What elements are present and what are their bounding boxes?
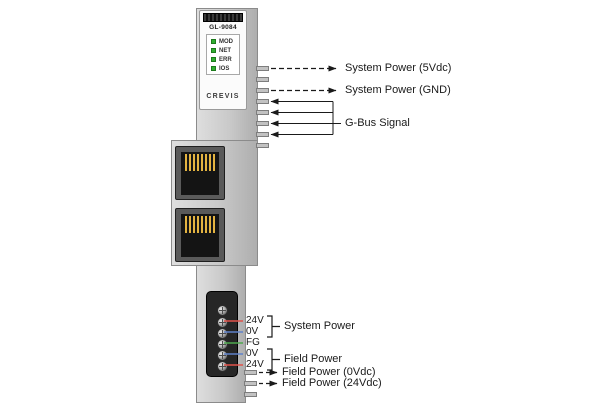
rj45-cavity	[181, 152, 219, 195]
bracket-system-power	[267, 315, 280, 338]
led-row: IOS	[211, 64, 239, 73]
model-label: GL-9084	[209, 24, 237, 31]
terminal-screw	[217, 360, 228, 372]
label-terminal-0v-top: 0V	[246, 326, 259, 337]
terminal-screw	[217, 349, 228, 361]
led-panel: MOD NET ERR IOS	[206, 34, 240, 75]
bus-tooth	[244, 370, 257, 375]
bus-tooth	[256, 143, 269, 148]
rj45-pins	[185, 216, 215, 233]
label-field-power-24vdc: Field Power (24Vdc)	[282, 377, 382, 389]
label-terminal-24v-bottom: 24V	[246, 359, 264, 370]
led-row: MOD	[211, 37, 239, 46]
ethernet-port-1	[175, 146, 225, 200]
led-row: ERR	[211, 55, 239, 64]
bus-tooth	[256, 66, 269, 71]
led-label: ERR	[219, 56, 232, 63]
label-terminal-fg: FG	[246, 337, 260, 348]
terminal-screw	[217, 304, 228, 316]
bus-tooth	[256, 110, 269, 115]
terminal-screw	[217, 316, 228, 328]
bus-tooth	[256, 77, 269, 82]
led-indicator	[211, 57, 216, 62]
rj45-cavity	[181, 214, 219, 257]
bus-tooth	[256, 88, 269, 93]
label-group-field-power: Field Power	[284, 353, 343, 365]
bus-tooth	[244, 392, 257, 397]
led-row: NET	[211, 46, 239, 55]
ethernet-port-2	[175, 208, 225, 262]
bus-tooth	[256, 132, 269, 137]
bus-tooth	[244, 381, 257, 386]
label-terminal-0v-bottom: 0V	[246, 348, 259, 359]
terminal-block	[206, 291, 238, 377]
vent-cap	[203, 13, 243, 22]
label-system-power-5vdc: System Power (5Vdc)	[345, 62, 452, 74]
label-group-system-power: System Power	[284, 320, 355, 332]
rj45-pins	[185, 154, 215, 171]
label-field-power-0vdc: Field Power (0Vdc)	[282, 366, 376, 378]
led-label: MOD	[219, 38, 233, 45]
module-faceplate: GL-9084 MOD NET ERR IOS CREVIS	[199, 10, 247, 110]
label-gbus-signal: G-Bus Signal	[345, 117, 410, 129]
led-indicator	[211, 66, 216, 71]
led-indicator	[211, 48, 216, 53]
label-terminal-24v-top: 24V	[246, 315, 264, 326]
bus-tooth	[256, 121, 269, 126]
led-label: NET	[219, 47, 231, 54]
bracket-field-power	[267, 348, 280, 371]
terminal-screw	[217, 327, 228, 339]
brand-label: CREVIS	[206, 93, 240, 100]
label-system-power-gnd: System Power (GND)	[345, 84, 451, 96]
led-label: IOS	[219, 65, 230, 72]
bus-tooth	[256, 99, 269, 104]
led-indicator	[211, 39, 216, 44]
terminal-screw	[217, 338, 228, 350]
